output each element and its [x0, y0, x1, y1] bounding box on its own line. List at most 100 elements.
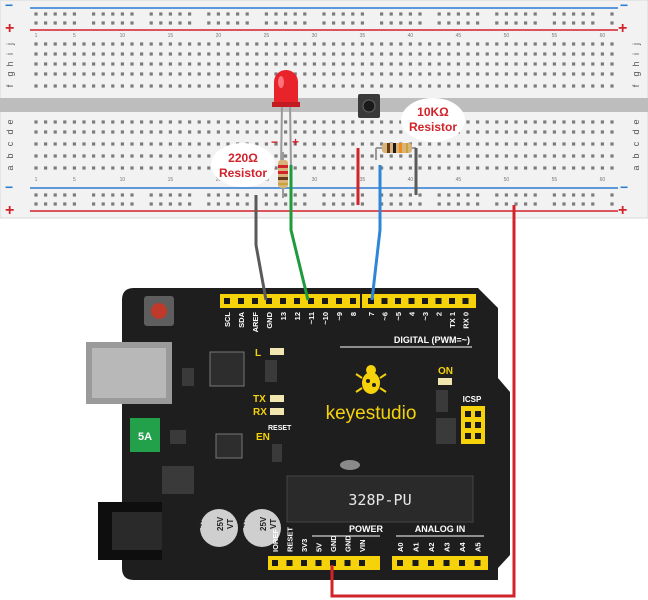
main-hole — [485, 130, 489, 134]
column-number: 10 — [120, 33, 126, 39]
main-hole — [552, 62, 556, 66]
main-hole — [389, 72, 393, 76]
main-hole — [437, 84, 441, 88]
main-hole — [101, 120, 105, 124]
main-hole — [322, 154, 326, 158]
bottom-header-power — [268, 556, 380, 570]
main-hole — [533, 154, 537, 158]
main-hole — [101, 130, 105, 134]
main-hole — [370, 42, 374, 46]
rail-hole — [572, 12, 576, 16]
chip-label: 328P-PU — [348, 491, 411, 509]
main-hole — [159, 166, 163, 170]
cap2-text2: 25V — [259, 516, 268, 531]
header-pin — [315, 560, 322, 566]
main-hole — [303, 166, 307, 170]
main-hole — [408, 166, 412, 170]
icsp-header — [461, 406, 485, 444]
main-hole — [552, 42, 556, 46]
rail-hole — [524, 21, 528, 25]
main-hole — [399, 52, 403, 56]
main-hole — [351, 120, 355, 124]
rail-hole — [456, 193, 460, 197]
main-hole — [101, 42, 105, 46]
main-hole — [524, 166, 528, 170]
header-pin — [344, 560, 351, 566]
main-hole — [216, 52, 220, 56]
main-hole — [140, 166, 144, 170]
rail-hole — [399, 202, 403, 206]
main-hole — [44, 52, 48, 56]
rail-hole — [447, 21, 451, 25]
main-hole — [197, 42, 201, 46]
main-hole — [562, 42, 566, 46]
main-hole — [168, 52, 172, 56]
main-hole — [581, 166, 585, 170]
rail-hole — [456, 12, 460, 16]
header-pin — [408, 298, 415, 304]
main-hole — [610, 62, 614, 66]
main-hole — [341, 142, 345, 146]
header-pin — [368, 298, 374, 304]
resistor-220-word: Resistor — [219, 166, 267, 180]
main-hole — [437, 72, 441, 76]
main-hole — [581, 120, 585, 124]
cap2-text3: VT — [269, 519, 278, 529]
main-hole — [360, 154, 364, 158]
wires — [254, 165, 516, 598]
main-hole — [380, 62, 384, 66]
main-hole — [600, 84, 604, 88]
main-hole — [524, 120, 528, 124]
main-hole — [72, 42, 76, 46]
rail-hole — [408, 12, 412, 16]
breadboard-outline — [0, 0, 648, 219]
cap2-text1: 47 — [238, 519, 247, 528]
main-hole — [514, 130, 518, 134]
main-hole — [428, 142, 432, 146]
rail-hole — [120, 21, 124, 25]
column-number: 30 — [312, 33, 318, 39]
main-hole — [140, 84, 144, 88]
main-hole — [581, 154, 585, 158]
main-hole — [245, 42, 249, 46]
main-hole — [552, 154, 556, 158]
header-pin-label: RESET — [286, 527, 295, 552]
main-hole — [159, 130, 163, 134]
rail-hole — [236, 21, 240, 25]
main-hole — [120, 166, 124, 170]
column-number: 15 — [168, 33, 174, 39]
main-hole — [610, 142, 614, 146]
reset-button-cap[interactable] — [151, 303, 167, 319]
main-hole — [600, 42, 604, 46]
main-hole — [178, 72, 182, 76]
main-hole — [543, 62, 547, 66]
main-hole — [120, 52, 124, 56]
main-hole — [197, 52, 201, 56]
main-hole — [149, 154, 153, 158]
main-hole — [552, 130, 556, 134]
main-hole — [207, 130, 211, 134]
main-hole — [82, 154, 86, 158]
main-hole — [207, 72, 211, 76]
main-hole — [82, 84, 86, 88]
main-hole — [293, 52, 297, 56]
column-number: 30 — [312, 177, 318, 183]
main-hole — [274, 130, 278, 134]
main-hole — [284, 42, 288, 46]
led-minus-label: − — [271, 135, 278, 149]
main-hole — [140, 154, 144, 158]
main-hole — [428, 42, 432, 46]
main-hole — [370, 62, 374, 66]
main-hole — [159, 72, 163, 76]
main-hole — [572, 72, 576, 76]
resistor-220-callout: 220Ω Resistor — [211, 143, 275, 187]
main-hole — [552, 120, 556, 124]
main-hole — [533, 130, 537, 134]
main-hole — [389, 120, 393, 124]
main-hole — [92, 142, 96, 146]
main-hole — [447, 42, 451, 46]
main-hole — [485, 42, 489, 46]
main-hole — [610, 120, 614, 124]
